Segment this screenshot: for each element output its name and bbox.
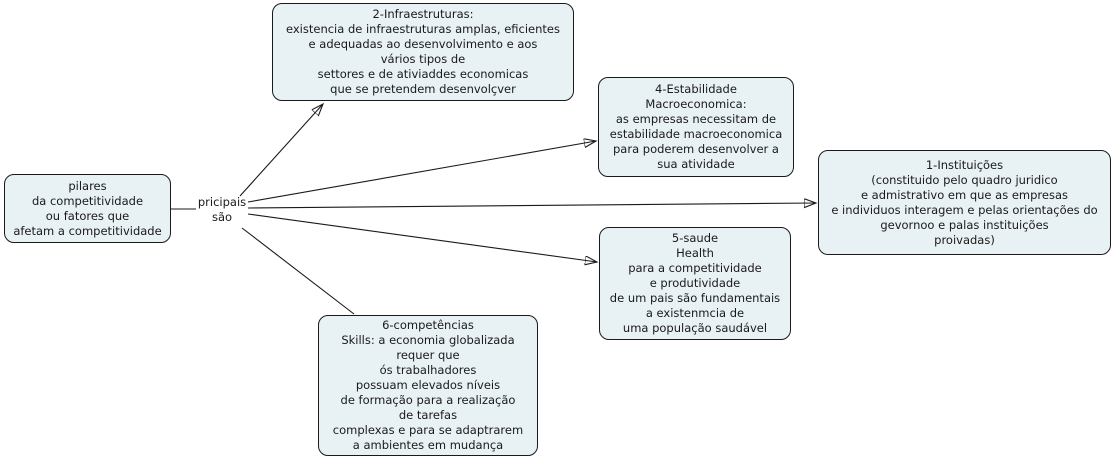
node-competencias[interactable]: 6-competências Skills: a economia global… <box>318 315 538 456</box>
linking-phrase-principais-sao[interactable]: pricipais são <box>197 195 247 224</box>
node-infraestruturas[interactable]: 2-Infraestruturas: existencia de infraes… <box>272 3 574 101</box>
node-instituicoes[interactable]: 1-Instituições (constituido pelo quadro … <box>818 150 1111 255</box>
node-estabilidade-macroeconomica[interactable]: 4-Estabilidade Macroeconomica: as empres… <box>598 77 794 177</box>
edge-to-competencias <box>241 227 355 315</box>
node-saude[interactable]: 5-saude Health para a competitividade e … <box>599 227 791 340</box>
edge-to-saude <box>247 213 597 262</box>
edge-to-estabilidade <box>247 141 596 203</box>
node-pilares-competitividade[interactable]: pilares da competitividade ou fatores qu… <box>4 174 171 243</box>
edge-to-infraestruturas <box>239 104 323 197</box>
edge-to-instituicoes <box>247 203 816 209</box>
